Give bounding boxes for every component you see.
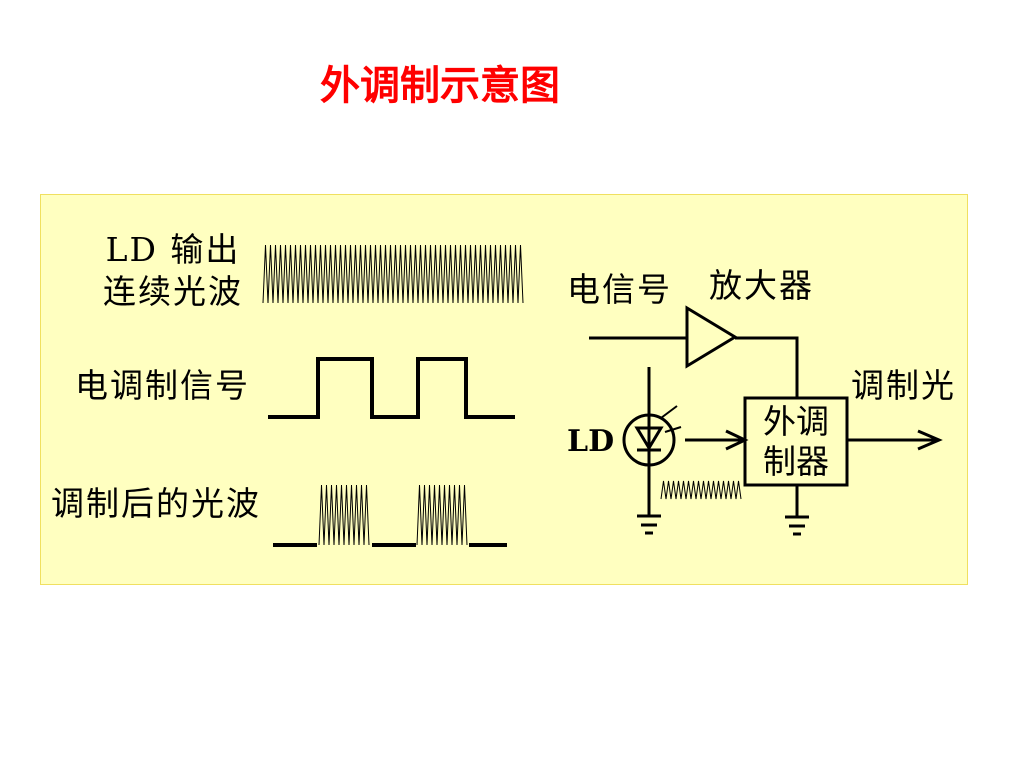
amplifier-output-line	[735, 336, 799, 398]
modulated-wave	[273, 484, 507, 547]
diagram-canvas	[262, 244, 943, 547]
ld-output-label-line1: LD 输出	[105, 230, 241, 269]
ld-label: LD	[567, 424, 615, 459]
signal-input-label: 电信号	[567, 270, 672, 309]
slide-title: 外调制示意图	[320, 63, 560, 109]
waveform-trace	[262, 244, 524, 304]
modulated-wave-burst	[416, 484, 468, 546]
ld-arrowhead	[725, 429, 749, 451]
modulated-wave-burst	[318, 484, 370, 546]
amplifier-label: 放大器	[709, 266, 814, 305]
electrical-signal-label: 电调制信号	[75, 366, 250, 405]
ground-icon	[637, 514, 661, 535]
modulator-label-line1: 外调	[763, 402, 829, 441]
modulator-label-line2: 制器	[763, 442, 829, 481]
waveform-trace	[318, 484, 370, 546]
continuous-wave	[262, 244, 524, 304]
output-label: 调制光	[851, 366, 956, 405]
modulated-wave-label: 调制后的光波	[51, 484, 261, 523]
ld-output-label-line2: 连续光波	[103, 272, 243, 311]
waveform-trace	[660, 480, 742, 500]
diagram-panel: LD 输出 连续光波 电调制信号 调制后的光波 电信号 放大器 调制光 LD 外…	[40, 194, 968, 585]
amplifier-symbol	[685, 305, 738, 369]
ld-light-wave	[660, 480, 742, 500]
square-wave-signal	[268, 357, 515, 419]
output-arrowhead	[917, 429, 943, 451]
waveform-trace	[416, 484, 468, 546]
ground-icon	[785, 485, 809, 536]
ld-symbol	[622, 367, 682, 515]
